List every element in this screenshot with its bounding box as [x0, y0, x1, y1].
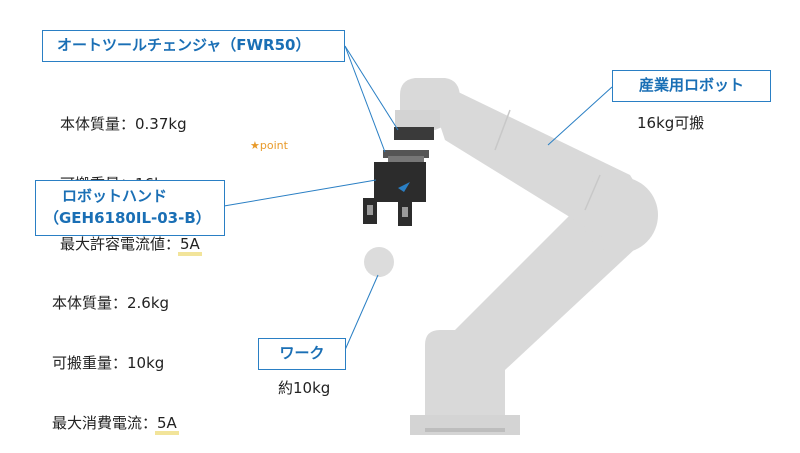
work-label-box: ワーク	[258, 338, 346, 370]
robot-upper-arm	[430, 87, 655, 245]
hand-body	[374, 162, 426, 202]
changer-specs: 本体質量：0.37kg 可搬重量：16kg 最大許容電流値：5A	[60, 74, 202, 274]
tool-changer	[394, 127, 434, 140]
changer-title: オートツールチェンジャ（FWR50）	[57, 36, 311, 54]
changer-current-label: 最大許容電流値：	[60, 235, 181, 253]
robot-title: 産業用ロボット	[638, 76, 744, 94]
robot-label-box: 産業用ロボット	[612, 70, 771, 102]
hand-title-line2: （GEH6180IL-03-B）	[44, 209, 211, 227]
robot-base-bolts	[425, 428, 505, 432]
hand-label-box: ロボットハンド （GEH6180IL-03-B）	[35, 180, 225, 236]
robot-leader	[547, 86, 613, 146]
work-leader	[344, 274, 379, 351]
robot-payload: 16kg可搬	[637, 114, 705, 132]
hand-spec-mass: 本体質量：2.6kg	[52, 294, 170, 312]
hand-specs: 本体質量：2.6kg 可搬重量：10kg 最大消費電流：5A	[52, 253, 179, 453]
hand-top-plate	[383, 150, 429, 158]
changer-spec-mass: 本体質量：0.37kg	[60, 115, 187, 133]
hand-spec-payload: 可搬重量：10kg	[52, 354, 165, 372]
hand-current-value: 5A	[155, 414, 179, 435]
hand-title-line1: ロボットハンド	[62, 187, 168, 205]
point-note: ★point	[250, 139, 288, 152]
hand-leader	[223, 179, 377, 207]
changer-label-box: オートツールチェンジャ（FWR50）	[42, 30, 345, 62]
work-weight: 約10kg	[278, 379, 331, 397]
robot-wrist-flange	[395, 110, 440, 128]
hand-connector	[388, 156, 424, 162]
hand-current-label: 最大消費電流：	[52, 414, 158, 432]
changer-leader-1	[344, 45, 399, 131]
hand-spec-current: 最大消費電流：5A	[52, 413, 179, 435]
robot-shoulder-joint	[435, 330, 505, 400]
hand-logo	[398, 182, 410, 192]
changer-current-value: 5A	[178, 235, 202, 256]
work-title: ワーク	[279, 344, 325, 362]
changer-spec-current: 最大許容電流値：5A	[60, 234, 202, 256]
changer-leader-2	[344, 45, 386, 153]
work-ball	[364, 247, 394, 277]
